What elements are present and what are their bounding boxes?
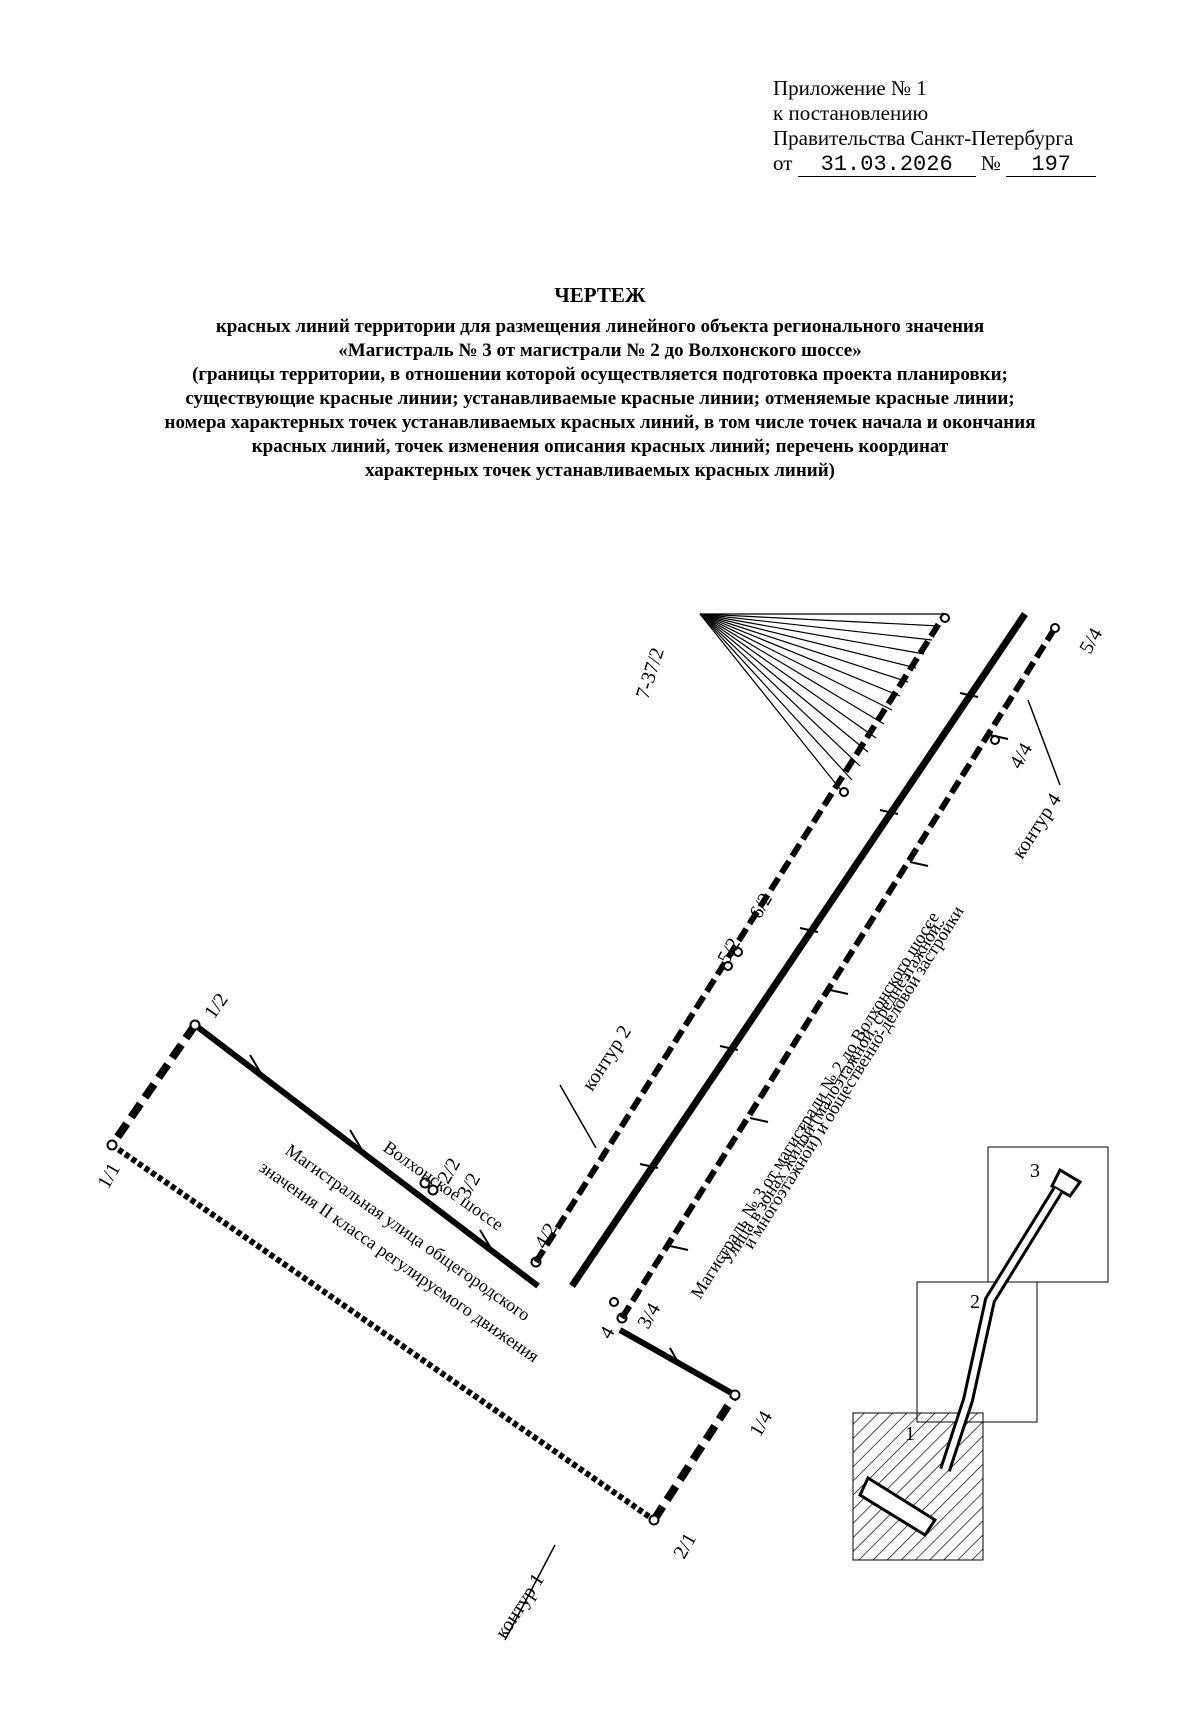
sheet-label-1: 1: [905, 1423, 915, 1445]
tick-marks-contour-4: [669, 734, 1009, 1251]
title-line-5: номера характерных точек устанавливаемых…: [164, 412, 1036, 433]
label-4: 4: [595, 1323, 619, 1343]
label-1-1: 1/1: [93, 1159, 125, 1192]
point-1-1: [106, 1139, 118, 1151]
point-4: [609, 1297, 619, 1307]
annex-number-prefix: №: [980, 151, 1001, 175]
title-block: ЧЕРТЕЖ красных линий территории для разм…: [60, 283, 1140, 483]
red-line-middle: [569, 612, 1028, 1288]
doc-heading: ЧЕРТЕЖ: [554, 283, 646, 307]
road-label-volkhonskoe: Волхонское шоссе Магистральная улица общ…: [256, 1137, 543, 1366]
contour-2: [533, 612, 1028, 1288]
contour-4-leader: [1027, 699, 1061, 786]
label-contour-4: контур 4: [1008, 790, 1066, 863]
existing-red-line-bottom: [110, 1142, 656, 1523]
title-line-3: (границы территории, в отношении которой…: [192, 364, 1008, 385]
title-line-2: «Магистраль № 3 от магистрали № 2 до Вол…: [338, 340, 862, 361]
point-1-2: [189, 1019, 201, 1031]
inset-end-shape: [1050, 1167, 1083, 1198]
label-contour-2: контур 2: [578, 1022, 636, 1095]
contour-1-leader: [504, 1544, 556, 1641]
point-5-2: [723, 961, 733, 971]
boundary-left: [108, 1022, 199, 1148]
label-contour-1: контур 1: [491, 1570, 549, 1643]
inset-start-shape: [858, 1475, 938, 1538]
annex-title: Приложение № 1: [773, 76, 927, 100]
label-7-37-2: 7-37/2: [632, 645, 669, 701]
tick-marks-contour-1: [249, 1054, 681, 1367]
point-4-4: [990, 735, 1000, 745]
label-2-1: 2/1: [669, 1529, 701, 1562]
point-7-2: [839, 787, 849, 797]
point-3-2: [427, 1184, 439, 1196]
point-5-4: [1050, 623, 1060, 633]
label-4-4: 4/4: [1005, 739, 1037, 772]
sheet-label-3: 3: [1030, 1160, 1040, 1182]
contour-4: [609, 623, 1061, 1320]
existing-red-line-top: [193, 1022, 540, 1289]
annex-resolution: к постановлению: [773, 101, 929, 125]
title-line-4: существующие красные линии; устанавливае…: [185, 388, 1015, 409]
sheet-label-2: 2: [970, 1291, 980, 1313]
point-2-1: [648, 1514, 660, 1526]
points-contour-2: [723, 613, 950, 971]
annex-date-row: от 31.03.2026 № 197: [773, 151, 1133, 177]
point-1-4: [729, 1389, 741, 1401]
label-1-4: 1/4: [745, 1407, 777, 1440]
road1-regime: значения II класса регулируемого движени…: [256, 1157, 543, 1366]
title-line-1: красных линий территории для размещения …: [215, 316, 985, 337]
label-1-2: 1/2: [200, 989, 233, 1023]
points-contour-4: [609, 623, 1060, 1307]
annex-number: 197: [1006, 154, 1097, 177]
inset-road-inner: [942, 1188, 1061, 1471]
point-2-2: [419, 1177, 431, 1189]
contour-1: [106, 1019, 741, 1526]
label-3-4: 3/4: [633, 1299, 665, 1332]
red-line-contour-2: [533, 612, 948, 1264]
title-line-7: характерных точек устанавливаемых красны…: [364, 460, 836, 481]
point-6-2: [733, 947, 743, 957]
annex-block: Приложение № 1 к постановлению Правитель…: [773, 76, 1133, 177]
point-37-2: [940, 613, 950, 623]
sheet-3-frame: [987, 1146, 1109, 1283]
boundary-right: [650, 1392, 739, 1523]
annex-date-prefix: от: [773, 151, 793, 175]
label-5-4: 5/4: [1075, 624, 1107, 657]
fan-lines-7-37-2: [699, 613, 945, 795]
title-line-6: красных линий, точек изменения описания …: [251, 436, 949, 457]
sheet-layout-inset: 3 2 1: [852, 1146, 1109, 1561]
contour-2-leader: [559, 1084, 597, 1149]
annex-government: Правительства Санкт-Петербурга: [773, 126, 1074, 150]
tick-marks-contour-2: [639, 692, 979, 1169]
annex-date: 31.03.2026: [797, 154, 976, 177]
red-line-contour-4: [619, 626, 1058, 1320]
